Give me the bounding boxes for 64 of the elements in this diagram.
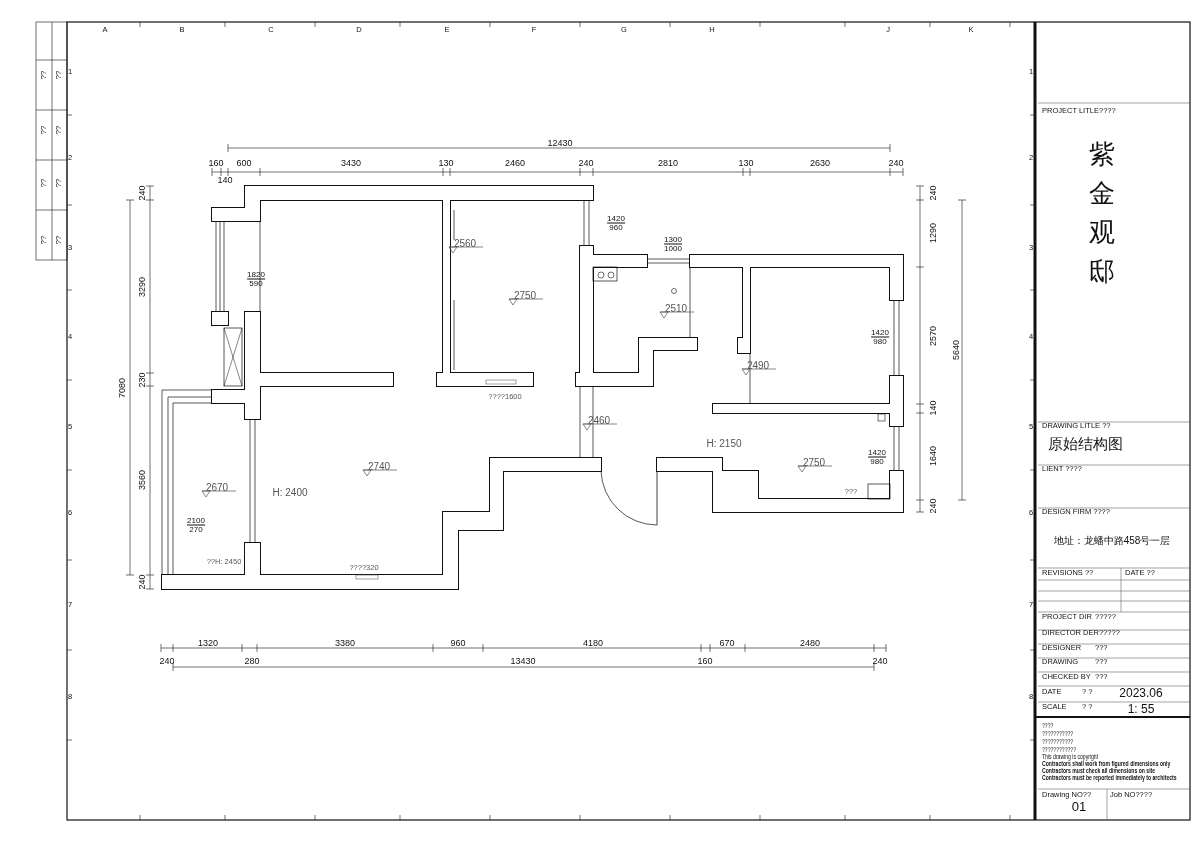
dimension-text: 1640	[928, 446, 938, 466]
elevation-text: 2490	[746, 361, 770, 371]
dimension-text: 160	[697, 656, 713, 666]
project-title: 紫金观邸	[1089, 138, 1115, 288]
elevation-text: 2510	[664, 304, 688, 314]
window-size-text: 2100	[187, 516, 205, 526]
dimension-text: 960	[450, 638, 466, 648]
scale-value: 1: 55	[1127, 703, 1155, 715]
date-value: 2023.06	[1119, 687, 1163, 699]
height-text: H: 2150	[706, 439, 742, 449]
dimension-text: 3560	[137, 470, 147, 490]
dimension-text: 140	[928, 400, 938, 416]
dimension-text: 1320	[198, 638, 218, 648]
window-size-text: 980	[870, 458, 884, 466]
dimension-text: 230	[137, 372, 147, 388]
height-text: H: 2400	[272, 488, 308, 498]
dimension-text: 1290	[928, 223, 938, 243]
dimension-text: 3290	[137, 277, 147, 297]
dimension-text: 13430	[510, 656, 536, 666]
dimension-text: 2810	[658, 158, 678, 168]
dimension-text: 240	[159, 656, 175, 666]
elevation-text: 2460	[587, 416, 611, 426]
dimension-text: 240	[137, 574, 147, 590]
dimension-text: 2630	[810, 158, 830, 168]
address-text: 地址：龙蟠中路458号一层	[1053, 536, 1171, 546]
dimension-text: 160	[208, 158, 224, 168]
window-size-text: 1420	[871, 328, 889, 338]
window-size-text: 1000	[664, 245, 682, 253]
window-size-text: 1300	[664, 235, 682, 245]
dimension-text: 280	[244, 656, 260, 666]
dimension-text: 670	[719, 638, 735, 648]
window-size-text: 1420	[607, 214, 625, 224]
dimension-text: 240	[137, 185, 147, 201]
dimension-text: 3430	[341, 158, 361, 168]
dimension-text: 12430	[547, 138, 573, 148]
elevation-text: 2670	[205, 483, 229, 493]
dimension-text: 240	[928, 498, 938, 514]
elevation-text: 2750	[802, 458, 826, 468]
dimension-text: 600	[236, 158, 252, 168]
window-size-text: 270	[189, 526, 203, 534]
window-size-text: 1420	[868, 448, 886, 458]
window-size-text: 980	[873, 338, 887, 346]
dimension-text: 240	[578, 158, 594, 168]
dimension-text: 2480	[800, 638, 820, 648]
window-size-text: 1820	[247, 270, 265, 280]
dimension-text: 7080	[117, 378, 127, 398]
dimension-text: 3380	[335, 638, 355, 648]
drawing-number: 01	[1071, 799, 1087, 813]
elevation-text: 2560	[453, 239, 477, 249]
elevation-text: 2740	[367, 462, 391, 472]
dimension-text: 5640	[951, 340, 961, 360]
window-size-text: 590	[249, 280, 263, 288]
dimension-text: 240	[872, 656, 888, 666]
dimension-text: 2570	[928, 326, 938, 346]
dimension-text: 140	[217, 175, 233, 185]
dimension-text: 240	[928, 185, 938, 201]
dimension-text: 2460	[505, 158, 525, 168]
dimension-text: 130	[438, 158, 454, 168]
elevation-text: 2750	[513, 291, 537, 301]
dimension-text: 240	[888, 158, 904, 168]
dimension-text: 130	[738, 158, 754, 168]
dimension-text: 4180	[583, 638, 603, 648]
drawing-title: 原始结构图	[1048, 435, 1123, 451]
window-size-text: 960	[609, 224, 623, 232]
